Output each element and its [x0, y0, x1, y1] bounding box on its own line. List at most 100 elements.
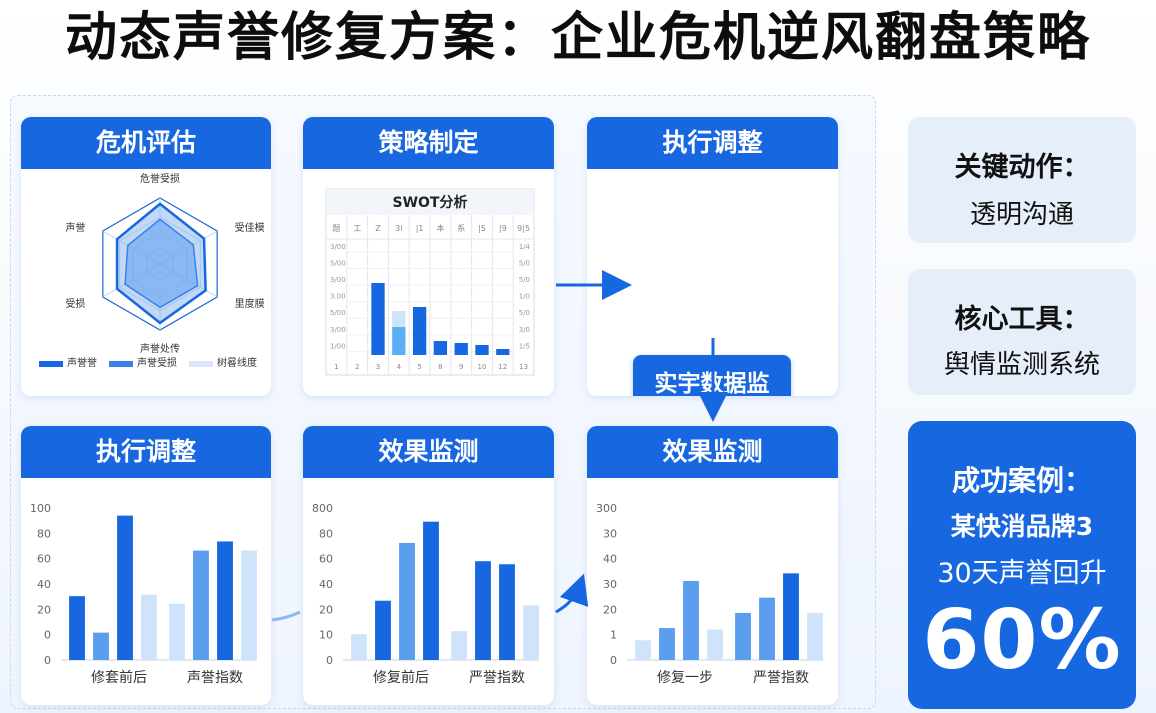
- swot-row-label: 5/00: [330, 309, 346, 317]
- swot-right-label: 1/4: [519, 243, 531, 251]
- swot-x-label: 3: [376, 363, 380, 371]
- bar: [375, 600, 391, 660]
- y-tick-label: 20: [37, 603, 51, 616]
- bar: [523, 605, 539, 660]
- bar: [499, 564, 515, 660]
- core-tool-value: 舆情监测系统: [943, 350, 1100, 380]
- swot-right-label: 5/0: [519, 276, 530, 284]
- swot-col-header: 系: [457, 223, 465, 233]
- swot-bar: [454, 343, 468, 355]
- bar: [351, 634, 367, 660]
- bar: [69, 596, 85, 660]
- swot-col-header: 9|5: [517, 224, 530, 233]
- swot-right-label: 1/5: [519, 342, 530, 350]
- legend-swatch-3: [189, 361, 213, 367]
- success-case-label: 成功案例：: [951, 464, 1092, 497]
- y-tick-label: 30: [603, 578, 617, 591]
- swot-row-label: 5/00: [330, 260, 346, 268]
- y-tick-label: 40: [603, 553, 617, 566]
- radar-axis-label: 里度膜: [235, 297, 265, 310]
- card-header-execution-bottom: 执行调整: [21, 426, 271, 478]
- bar: [399, 542, 415, 660]
- y-tick-label: 20: [603, 603, 617, 616]
- group-label: 严誉指数: [753, 670, 809, 686]
- swot-x-label: 2: [355, 363, 359, 371]
- bar: [475, 561, 491, 660]
- y-tick-label: 300: [596, 502, 617, 515]
- card-execution-top: 执行调整 实宇数据监控: [587, 117, 838, 396]
- bar: [241, 550, 257, 660]
- y-tick-label: 60: [319, 553, 333, 566]
- swot-col-header: 题: [332, 224, 340, 233]
- y-tick-label: 0: [326, 654, 333, 667]
- y-tick-label: 80: [37, 527, 51, 540]
- swot-col-header: 工: [353, 224, 361, 233]
- swot-col-header: Z: [375, 224, 381, 233]
- bar-chart-effect-right: 3003040302010修复一步严誉指数: [596, 502, 823, 686]
- swot-bar: [496, 349, 510, 355]
- legend-label-1: 声誉誉: [67, 356, 97, 369]
- bar: [635, 640, 651, 660]
- swot-row-label: 1/00: [330, 342, 346, 350]
- y-tick-label: 80: [319, 527, 333, 540]
- realtime-monitor-box: 实宇数据监控: [633, 355, 791, 396]
- key-action-panel: 关键动作： 透明沟通: [908, 117, 1136, 243]
- swot-x-label: 12: [498, 363, 507, 371]
- bar: [141, 594, 157, 660]
- y-tick-label: 60: [37, 553, 51, 566]
- core-tool-panel: 核心工具： 舆情监测系统: [908, 269, 1136, 395]
- radar-axis-label: 受损: [65, 297, 85, 310]
- swot-x-label: 10: [478, 363, 487, 371]
- group-label: 声誉指数: [187, 670, 243, 686]
- y-tick-label: 40: [319, 578, 333, 591]
- bar: [807, 612, 823, 660]
- legend-swatch-2: [109, 361, 133, 367]
- group-label: 修复一步: [657, 669, 713, 686]
- y-tick-label: 800: [312, 502, 333, 515]
- swot-col-header: |9: [499, 224, 507, 233]
- card-header-execution-top: 执行调整: [587, 117, 838, 169]
- y-tick-label: 0: [44, 654, 51, 667]
- swot-bar: [412, 307, 427, 355]
- radar-series-inner: [124, 218, 199, 309]
- y-tick-label: 100: [30, 502, 51, 515]
- swot-x-label: 1: [334, 363, 338, 371]
- swot-title: SWOT分析: [393, 194, 468, 211]
- radar-axis-label: 声誉: [65, 221, 85, 234]
- success-case-percent: 60%: [922, 593, 1122, 688]
- group-label: 修套前后: [91, 669, 147, 686]
- swot-row-label: 3/00: [330, 276, 346, 284]
- bar: [735, 612, 751, 660]
- swot-col-header: 本: [436, 223, 444, 233]
- swot-right-label: 1/0: [519, 293, 530, 301]
- success-case-panel: 成功案例： 某快消品牌3 30天声誉回升 60%: [908, 421, 1136, 709]
- bar-chart-effect-mid: 800 80 60 40 20 10 0 修复前后 严誉指数: [312, 502, 539, 686]
- swot-x-label: 5: [417, 363, 421, 371]
- bar: [423, 521, 439, 660]
- swot-bar: [371, 283, 385, 355]
- swot-x-label: 13: [519, 363, 528, 371]
- bar: [683, 580, 699, 660]
- swot-right-label: 5/0: [519, 260, 530, 268]
- bar: [659, 628, 675, 660]
- swot-x-label: 9: [459, 363, 463, 371]
- card-crisis-assessment: 危机评估 危誉受损受佳模里度膜声誉处传受损声誉 声誉誉 声誉受损 树晷线度: [21, 117, 271, 396]
- y-tick-label: 0: [44, 629, 51, 642]
- y-tick-label: 20: [319, 603, 333, 616]
- bar: [169, 603, 185, 660]
- legend-label-3: 树晷线度: [217, 356, 257, 369]
- swot-bar-overlay-top: [392, 311, 406, 327]
- group-label: 修复前后: [373, 669, 429, 686]
- card-header-strategy: 策略制定: [303, 117, 554, 169]
- bar: [217, 541, 233, 660]
- group-label: 严誉指数: [469, 670, 525, 686]
- swot-row-label: 3/00: [330, 326, 346, 334]
- radar-axis-label: 声誉处传: [140, 342, 180, 355]
- bar-chart-execution: 1008060402000修套前后声誉指数: [30, 502, 257, 686]
- bar: [707, 629, 723, 660]
- y-tick-label: 10: [319, 629, 333, 642]
- bar: [451, 631, 467, 660]
